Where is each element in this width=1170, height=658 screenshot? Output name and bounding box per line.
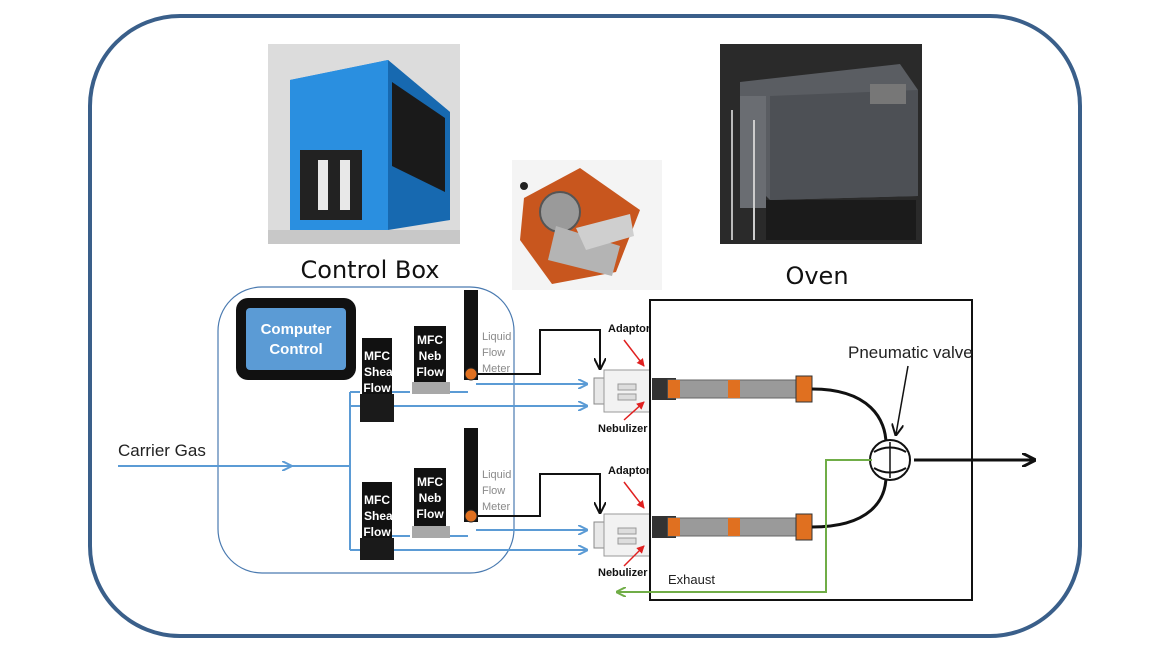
exhaust-label: Exhaust bbox=[668, 572, 715, 587]
svg-text:Sheath: Sheath bbox=[364, 365, 404, 379]
svg-text:MFC: MFC bbox=[417, 475, 443, 489]
svg-text:Liquid: Liquid bbox=[482, 331, 511, 343]
mfc-sheath-bottom: MFC Sheath Flow bbox=[360, 482, 404, 560]
tube-top bbox=[652, 375, 813, 403]
red-pointer-arrows bbox=[623, 339, 645, 567]
adaptor-label-bottom: Adaptor bbox=[608, 465, 651, 477]
oven-box bbox=[649, 299, 973, 601]
svg-text:Control: Control bbox=[269, 341, 322, 358]
nebulizer-label-bottom: Nebulizer bbox=[598, 567, 648, 579]
svg-text:Meter: Meter bbox=[482, 363, 510, 375]
svg-text:MFC: MFC bbox=[364, 349, 390, 363]
liquid-lines bbox=[478, 329, 600, 517]
mfc-sheath-top: MFC Sheath Flow bbox=[360, 338, 404, 422]
control-box-photo bbox=[268, 44, 460, 244]
svg-text:Flow: Flow bbox=[363, 525, 391, 539]
svg-text:Flow: Flow bbox=[416, 507, 444, 521]
oven-photo bbox=[720, 44, 922, 244]
pneumatic-valve bbox=[869, 439, 911, 481]
svg-text:Flow: Flow bbox=[482, 485, 505, 497]
svg-text:MFC: MFC bbox=[417, 333, 443, 347]
tube-bottom bbox=[652, 513, 813, 541]
carrier-gas-label: Carrier Gas bbox=[118, 441, 206, 460]
svg-text:Neb: Neb bbox=[419, 491, 442, 505]
valve-lines bbox=[811, 387, 1034, 529]
svg-text:Sheath: Sheath bbox=[364, 509, 404, 523]
nebulizer-assembly-top bbox=[593, 369, 651, 413]
svg-text:MFC: MFC bbox=[364, 493, 390, 507]
pneumatic-valve-label: Pneumatic valve bbox=[848, 343, 973, 362]
svg-text:Neb: Neb bbox=[419, 349, 442, 363]
oven-title: Oven bbox=[785, 262, 848, 290]
liquid-flow-meter-top: Liquid Flow Meter bbox=[464, 290, 511, 381]
svg-text:Flow: Flow bbox=[416, 365, 444, 379]
mfc-neb-top: MFC Neb Flow bbox=[412, 326, 450, 394]
carrier-gas-lines bbox=[118, 384, 586, 550]
exhaust-line bbox=[618, 459, 872, 592]
mfc-neb-bottom: MFC Neb Flow bbox=[412, 468, 450, 538]
nebulizer-assembly-bottom bbox=[593, 513, 651, 557]
svg-text:Flow: Flow bbox=[363, 381, 391, 395]
control-box-title: Control Box bbox=[301, 256, 440, 284]
pneumatic-valve-pointer bbox=[896, 365, 909, 434]
svg-text:Liquid: Liquid bbox=[482, 469, 511, 481]
adaptor-label-top: Adaptor bbox=[608, 323, 651, 335]
svg-text:Meter: Meter bbox=[482, 501, 510, 513]
control-box-outline bbox=[217, 286, 515, 574]
svg-text:Computer: Computer bbox=[261, 321, 332, 338]
outer-frame bbox=[88, 14, 1082, 638]
computer-control-box: Computer Control bbox=[236, 298, 356, 380]
nebulizer-photo bbox=[512, 160, 662, 290]
liquid-flow-meter-bottom: Liquid Flow Meter bbox=[464, 428, 511, 523]
svg-text:Flow: Flow bbox=[482, 347, 505, 359]
nebulizer-label-top: Nebulizer bbox=[598, 423, 648, 435]
